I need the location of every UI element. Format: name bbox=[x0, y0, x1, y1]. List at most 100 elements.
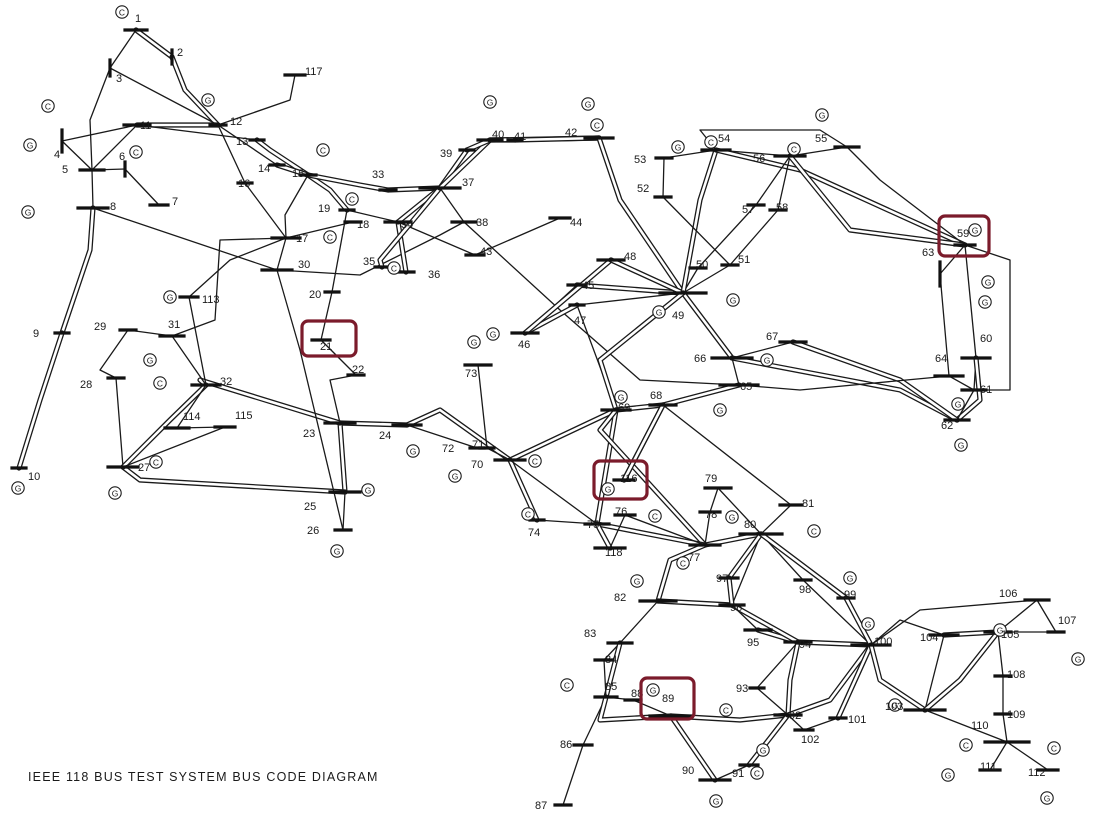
line-12-117 bbox=[217, 74, 296, 126]
double-circuit-line-gap-100-101 bbox=[836, 643, 873, 720]
generator-icon: G bbox=[614, 390, 628, 404]
line-61-64 bbox=[948, 375, 975, 391]
bus-label-101: 101 bbox=[848, 714, 866, 726]
condenser-symbol-text: C bbox=[525, 510, 531, 520]
bus-label-62: 62 bbox=[941, 420, 953, 432]
bus-label-43: 43 bbox=[480, 246, 492, 258]
generator-icon: G bbox=[630, 574, 644, 588]
bus-label-12: 12 bbox=[230, 116, 242, 128]
generator-symbol-text: G bbox=[15, 484, 22, 494]
condenser-icon: C bbox=[153, 376, 167, 390]
line-17-30 bbox=[276, 237, 287, 271]
double-circuit-line-gap-60-62 bbox=[955, 356, 982, 422]
line-50-57 bbox=[697, 204, 757, 269]
line-103-104 bbox=[924, 634, 945, 711]
double-circuit-line-gap-1-2 bbox=[134, 28, 174, 59]
bus-label-110: 110 bbox=[971, 720, 989, 732]
bus-label-111: 111 bbox=[980, 761, 997, 773]
condenser-symbol-text: C bbox=[811, 527, 817, 537]
bus-label-99: 99 bbox=[844, 589, 856, 601]
bus-label-100: 100 bbox=[874, 636, 892, 648]
bus-label-95: 95 bbox=[747, 637, 759, 649]
generator-icon: G bbox=[108, 486, 122, 500]
condenser-symbol-text: C bbox=[723, 706, 729, 716]
condenser-icon: C bbox=[750, 766, 764, 780]
line-4-11 bbox=[61, 124, 138, 142]
double-circuit-line-gap-94-96 bbox=[730, 603, 800, 644]
bus-label-54: 54 bbox=[718, 133, 730, 145]
line-51-52 bbox=[662, 196, 731, 266]
bus-label-2: 2 bbox=[177, 47, 183, 59]
line-106-107 bbox=[1036, 599, 1057, 633]
condenser-icon: C bbox=[41, 99, 55, 113]
line-59-60 bbox=[964, 244, 977, 359]
generator-icon: G bbox=[1040, 791, 1054, 805]
generator-icon: G bbox=[581, 97, 595, 111]
double-circuit-line-gap-92-94 bbox=[786, 640, 800, 717]
line-38-65 bbox=[463, 221, 740, 386]
double-circuit-line-gap-69-70 bbox=[508, 408, 618, 462]
transmission-lines bbox=[16, 27, 1057, 806]
line-52-53 bbox=[662, 157, 665, 198]
line-3-12 bbox=[109, 67, 219, 126]
bus-label-15: 15 bbox=[292, 168, 304, 180]
condenser-icon: C bbox=[521, 507, 535, 521]
bus-label-114: 114 bbox=[183, 411, 201, 423]
generator-symbol-text: G bbox=[865, 620, 872, 630]
line-77-78 bbox=[704, 511, 711, 546]
line-4-5 bbox=[61, 140, 93, 171]
generator-icon: G bbox=[486, 327, 500, 341]
bus-label-46: 46 bbox=[518, 339, 530, 351]
bus-label-13: 13 bbox=[236, 136, 248, 148]
line-71-73 bbox=[477, 364, 488, 449]
condenser-icon: C bbox=[590, 118, 604, 132]
line-92-102 bbox=[787, 714, 805, 731]
line-19-20 bbox=[331, 209, 348, 293]
generator-icon: G bbox=[483, 95, 497, 109]
generator-icon: G bbox=[11, 481, 25, 495]
generator-symbol-text: G bbox=[1075, 655, 1082, 665]
bus-label-57: 57 bbox=[742, 204, 754, 216]
bus-label-58: 58 bbox=[776, 202, 788, 214]
line-95-96 bbox=[731, 604, 759, 631]
line-5-11 bbox=[91, 124, 138, 171]
bus-label-23: 23 bbox=[303, 428, 315, 440]
condenser-symbol-text: C bbox=[133, 148, 139, 158]
generator-symbol-text: G bbox=[819, 111, 826, 121]
bus-label-50: 50 bbox=[696, 259, 708, 271]
generator-icon: G bbox=[646, 683, 660, 697]
bus-label-64: 64 bbox=[935, 353, 947, 365]
generator-symbol-text: G bbox=[730, 296, 737, 306]
condenser-symbol-text: C bbox=[652, 512, 658, 522]
double-circuit-line-gap-48-49 bbox=[609, 258, 685, 295]
line-80-96 bbox=[731, 533, 762, 606]
double-circuit-line-gap-85-89 bbox=[598, 695, 673, 722]
line-66-67 bbox=[731, 341, 794, 359]
condenser-symbol-text: C bbox=[119, 8, 125, 18]
condenser-icon: C bbox=[387, 261, 401, 275]
line-76-77 bbox=[624, 514, 706, 546]
bus-label-1: 1 bbox=[135, 13, 141, 25]
bus-label-37: 37 bbox=[462, 177, 474, 189]
bus-label-27: 27 bbox=[138, 462, 150, 474]
generator-icon: G bbox=[448, 469, 462, 483]
bus-label-4: 4 bbox=[54, 149, 60, 161]
condenser-icon: C bbox=[719, 703, 733, 717]
double-circuit-line-gap-75-77 bbox=[595, 522, 707, 547]
bus-label-83: 83 bbox=[584, 628, 596, 640]
generator-symbol-text: G bbox=[618, 393, 625, 403]
generator-icon: G bbox=[968, 223, 982, 237]
line-17-113 bbox=[188, 237, 287, 298]
double-circuit-line-gap-91-92 bbox=[747, 713, 790, 767]
bus-label-67: 67 bbox=[766, 331, 778, 343]
line-31-32 bbox=[171, 335, 207, 386]
double-circuit-line-gap-27-32 bbox=[121, 383, 208, 469]
double-circuit-line-gap-25-27 bbox=[121, 465, 347, 494]
generator-icon: G bbox=[709, 794, 723, 808]
line-34-43 bbox=[397, 221, 476, 256]
bus-label-113: 113 bbox=[202, 294, 220, 306]
bus-label-48: 48 bbox=[624, 251, 636, 263]
condenser-icon: C bbox=[1047, 741, 1061, 755]
bus-label-52: 52 bbox=[637, 183, 649, 195]
